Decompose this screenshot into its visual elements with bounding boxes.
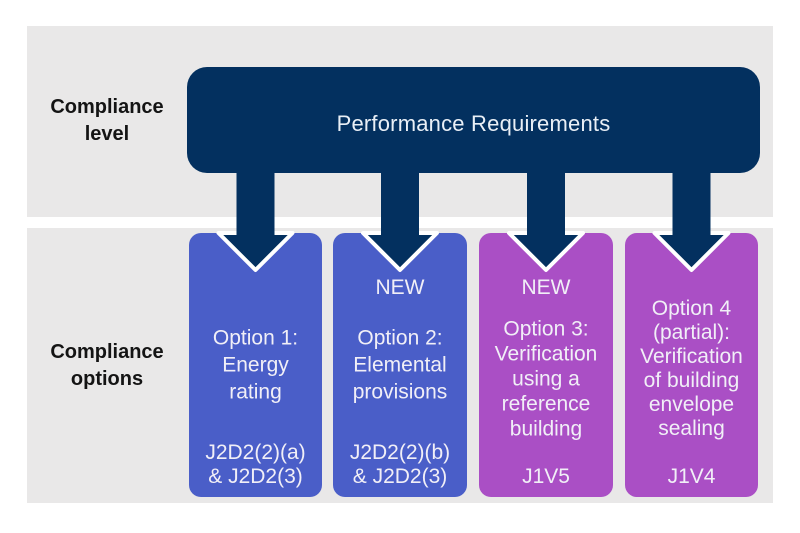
option-1-code: J2D2(2)(a) & J2D2(3)	[205, 441, 306, 488]
option-box-2: NEW Option 2: Elemental provisions J2D2(…	[333, 233, 467, 497]
compliance-level-label: Compliance level	[50, 96, 164, 145]
option-box-3: NEW Option 3: Verification using a refer…	[479, 233, 613, 497]
option-4-code: J1V4	[667, 465, 716, 488]
option-box-1: Option 1: Energy rating J2D2(2)(a) & J2D…	[189, 233, 322, 497]
option-1-title: Option 1: Energy rating	[212, 326, 299, 404]
performance-requirements-box: Performance Requirements	[187, 67, 760, 173]
option-2-code: J2D2(2)(b) & J2D2(3)	[349, 441, 451, 488]
option-3-title: Option 3: Verification using a reference…	[494, 317, 598, 441]
performance-requirements-label: Performance Requirements	[336, 111, 611, 136]
option-3-badge: NEW	[521, 276, 571, 299]
option-3-code: J1V5	[522, 465, 570, 488]
option-4-title: Option 4 (partial): Verification of buil…	[640, 297, 743, 440]
option-2-title: Option 2: Elemental provisions	[352, 326, 448, 404]
option-box-4: Option 4 (partial): Verification of buil…	[625, 233, 758, 497]
compliance-options-label: Compliance options	[50, 341, 164, 390]
option-2-badge: NEW	[375, 276, 425, 299]
